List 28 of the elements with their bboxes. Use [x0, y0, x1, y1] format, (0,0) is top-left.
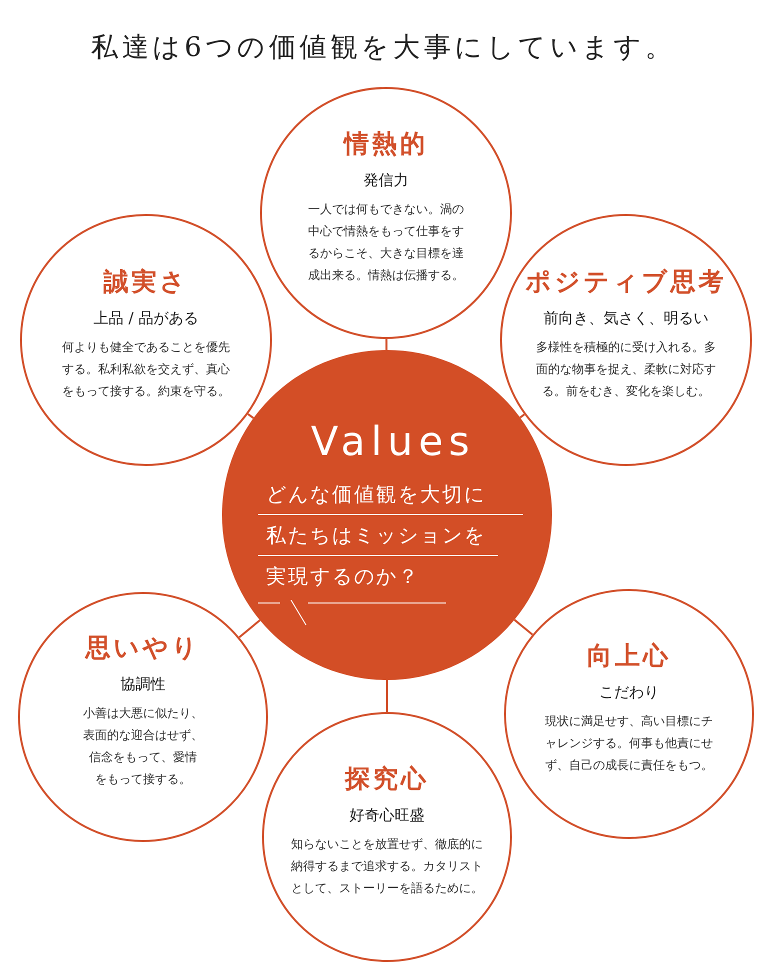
value-description: 現状に満足せす、高い目標にチャレンジする。何事も他責にせず、自己の成長に責任をもつ。: [544, 713, 714, 774]
value-description: 小善は大悪に似たり、表面的な迎合はせず、信念をもって、愛情をもって接する。: [82, 705, 204, 788]
value-heading: 思いやり: [86, 632, 200, 664]
center-question-line: 私たちはミッションを: [265, 522, 487, 549]
value-subtitle: 発信力: [364, 171, 408, 190]
value-subtitle: こだわり: [599, 683, 659, 702]
connector-line: [238, 619, 261, 638]
connector-line: [385, 339, 388, 350]
value-heading: 情熱的: [344, 128, 428, 160]
value-subtitle: 協調性: [120, 675, 166, 694]
center-question-line: どんな価値観を大切に: [265, 481, 487, 508]
page-title: 私達は6つの価値観を大事にしています。: [90, 31, 677, 65]
value-description: 知らないことを放置せず、徹底的に納得するまで追求する。カタリストとして、ストーリーを語るために。: [290, 836, 484, 897]
value-description: 一人では何もできない。渦の中心で情熱をもって仕事をするからこそ、大きな目標を達成出来る。情熱は伝播する。: [307, 201, 465, 284]
value-heading: ポジティブ思考: [526, 266, 726, 298]
connector-line: [514, 619, 534, 636]
value-heading: 誠実さ: [104, 266, 188, 298]
value-subtitle: 前向き、気さく、明るい: [544, 309, 708, 328]
value-subtitle: 好奇心旺盛: [350, 806, 424, 825]
value-heading: 探究心: [345, 763, 429, 794]
value-subtitle: 上品 / 品がある: [94, 309, 198, 328]
connector-line: [247, 413, 254, 419]
value-description: 多様性を積極的に受け入れる。多面的な物事を捉え、柔軟に対応する。前をむき、変化を楽しむ。: [535, 339, 717, 400]
center-heading: Values: [310, 422, 476, 462]
value-description: 何よりも健全であることを優先する。私利私欲を交えず、真心をもって接する。約束を守る。: [61, 339, 231, 400]
connector-line: [386, 680, 388, 712]
value-heading: 向上心: [587, 640, 671, 672]
center-question-line: 実現するのか？: [265, 563, 421, 590]
